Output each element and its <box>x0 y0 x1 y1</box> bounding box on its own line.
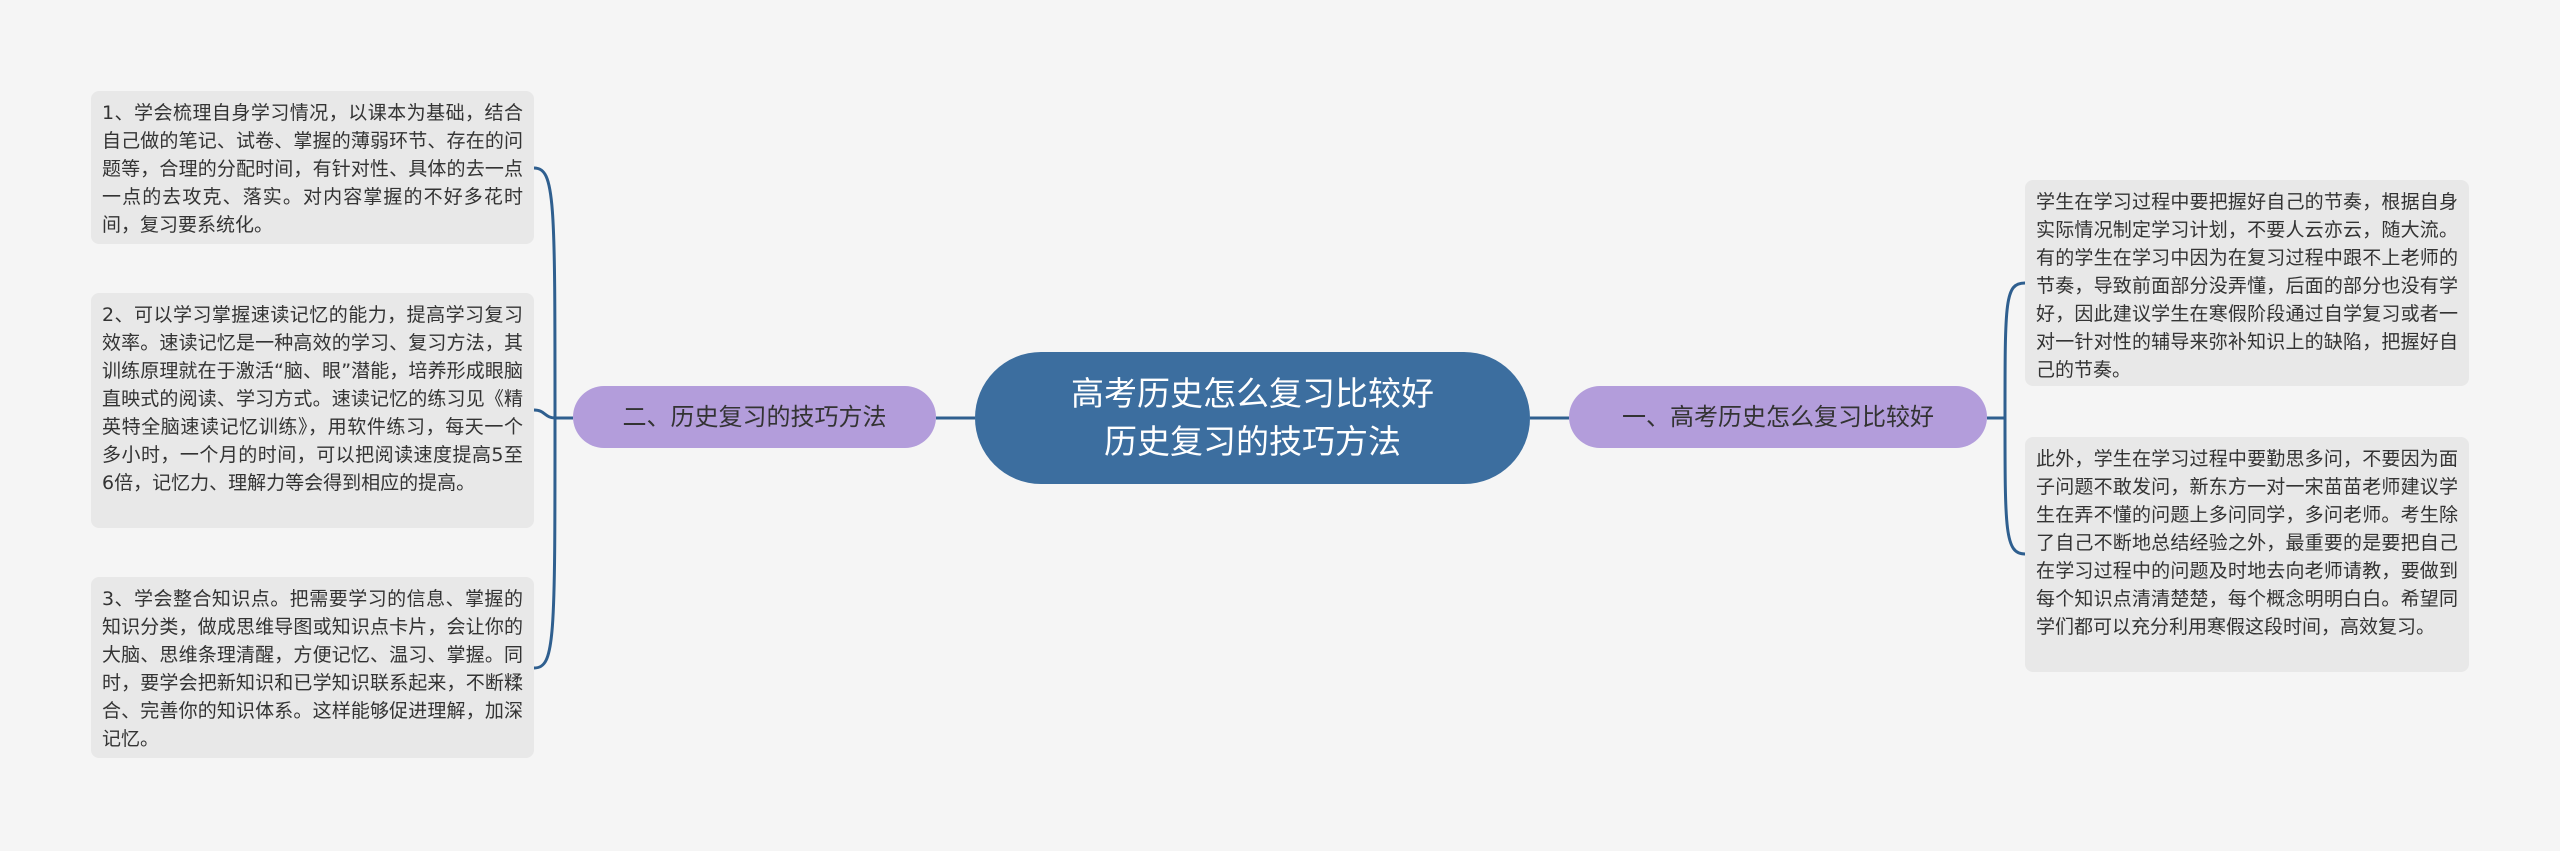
leaf-ask-questions-text: 此外，学生在学习过程中要勤思多问，不要因为面子问题不敢发问，新东方一对一宋苗苗老… <box>2036 448 2458 638</box>
leaf-technique-1-text: 1、学会梳理自身学习情况，以课本为基础，结合自己做的笔记、试卷、掌握的薄弱环节、… <box>102 102 523 236</box>
leaf-review-rhythm-text: 学生在学习过程中要把握好自己的节奏，根据自身实际情况制定学习计划，不要人云亦云，… <box>2036 191 2458 381</box>
leaf-ask-questions[interactable]: 此外，学生在学习过程中要勤思多问，不要因为面子问题不敢发问，新东方一对一宋苗苗老… <box>2025 437 2469 672</box>
edge-left-leaf-1 <box>533 166 557 419</box>
leaf-technique-3-text: 3、学会整合知识点。把需要学习的信息、掌握的知识分类，做成思维导图或知识点卡片，… <box>102 588 523 750</box>
edge-left-leaf-3 <box>533 417 557 670</box>
edge-right-leaf-1 <box>2003 281 2026 419</box>
leaf-review-rhythm[interactable]: 学生在学习过程中要把握好自己的节奏，根据自身实际情况制定学习计划，不要人云亦云，… <box>2025 180 2469 386</box>
edge-left-leaf-2 <box>533 408 556 420</box>
branch-how-to-review-history[interactable]: 一、高考历史怎么复习比较好 <box>1569 386 1987 448</box>
leaf-technique-1[interactable]: 1、学会梳理自身学习情况，以课本为基础，结合自己做的笔记、试卷、掌握的薄弱环节、… <box>91 91 534 244</box>
leaf-technique-2[interactable]: 2、可以学习掌握速读记忆的能力，提高学习复习效率。速读记忆是一种高效的学习、复习… <box>91 293 534 528</box>
root-topic[interactable]: 高考历史怎么复习比较好 历史复习的技巧方法 <box>975 352 1530 484</box>
edge-right-leaf-2 <box>2003 417 2026 556</box>
branch-history-review-techniques[interactable]: 二、历史复习的技巧方法 <box>573 386 936 448</box>
root-topic-line-2: 历史复习的技巧方法 <box>1104 422 1401 461</box>
leaf-technique-3[interactable]: 3、学会整合知识点。把需要学习的信息、掌握的知识分类，做成思维导图或知识点卡片，… <box>91 577 534 758</box>
root-topic-line-1: 高考历史怎么复习比较好 <box>1071 374 1434 413</box>
leaf-technique-2-text: 2、可以学习掌握速读记忆的能力，提高学习复习效率。速读记忆是一种高效的学习、复习… <box>102 304 523 494</box>
